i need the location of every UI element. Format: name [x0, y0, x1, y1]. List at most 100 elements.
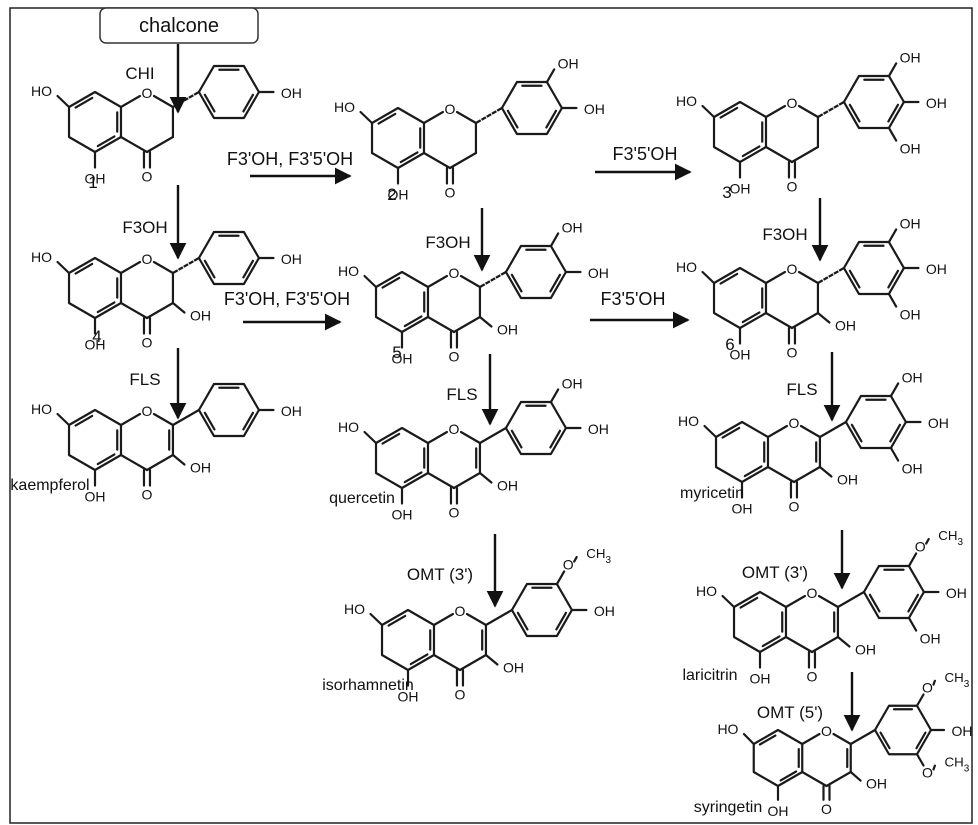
carbonyl-oxygen: O	[787, 345, 798, 361]
diagram-frame	[9, 7, 973, 824]
hydroxyl-5: OH	[388, 187, 409, 203]
methoxy-oxygen: O	[922, 680, 933, 696]
ring-oxygen: O	[455, 603, 466, 619]
hydroxyl-5: OH	[85, 337, 106, 353]
carbonyl-oxygen: O	[445, 185, 456, 201]
kaempferol-structure: O O HO OH OH OH	[31, 382, 302, 505]
ring-oxygen: O	[142, 403, 153, 419]
hydroxyl-5: OH	[730, 181, 751, 197]
enzyme-omt5-label: OMT (5')	[757, 703, 823, 722]
carbonyl-oxygen: O	[787, 179, 798, 195]
hydroxyl-7: HO	[31, 401, 52, 417]
hydroxyl-5: OH	[392, 507, 413, 523]
b-ring-hydroxyl: OH	[281, 403, 302, 419]
hydroxyl-3: OH	[497, 478, 518, 494]
compound-number-3: 3	[722, 183, 731, 202]
b-ring-hydroxyl: OH	[902, 370, 923, 386]
carbonyl-oxygen: O	[449, 349, 460, 365]
b-ring-hydroxyl: OH	[926, 261, 947, 277]
hydroxyl-3: OH	[503, 660, 524, 676]
quercetin-label: quercetin	[329, 490, 395, 507]
compound-number-2: 2	[387, 185, 396, 204]
b-ring-hydroxyl: OH	[281, 251, 302, 267]
isorhamnetin-label: isorhamnetin	[322, 677, 414, 694]
carbonyl-oxygen: O	[449, 505, 460, 521]
hydroxyl-3: OH	[190, 308, 211, 324]
enzyme-fls-label-3: FLS	[786, 380, 817, 399]
hydroxyl-7: HO	[676, 93, 697, 109]
hydroxyl-3: OH	[855, 642, 876, 658]
hydroxyl-5: OH	[398, 689, 419, 705]
kaempferol-label: kaempferol	[10, 477, 89, 494]
compound-number-1: 1	[88, 173, 97, 192]
b-ring-hydroxyl: OH	[951, 723, 972, 739]
hydroxyl-3: OH	[866, 776, 887, 792]
ring-oxygen: O	[787, 95, 798, 111]
laricitrin-label: laricitrin	[682, 667, 737, 684]
methyl-group: CH3	[938, 528, 963, 548]
enzyme-chi-label: CHI	[125, 64, 154, 83]
carbonyl-oxygen: O	[142, 335, 153, 351]
chalcone-box	[99, 7, 259, 44]
b-ring-hydroxyl: OH	[281, 85, 302, 101]
carbonyl-oxygen: O	[821, 801, 832, 817]
hydroxyl-5: OH	[732, 501, 753, 517]
b-ring-hydroxyl: OH	[900, 216, 921, 232]
compound-number-5: 5	[392, 343, 401, 362]
b-ring-hydroxyl: OH	[928, 415, 949, 431]
methoxy-oxygen: O	[563, 557, 574, 573]
hydroxyl-5: OH	[85, 489, 106, 505]
hydroxyl-7: HO	[717, 721, 738, 737]
hydroxyl-5: OH	[768, 803, 789, 819]
ring-oxygen: O	[821, 723, 832, 739]
enzyme-f3p-f3p5p-label-1: F3'OH, F3'5'OH	[227, 149, 353, 169]
enzyme-f3oh-label-1: F3OH	[122, 218, 167, 237]
hydroxyl-7: HO	[31, 83, 52, 99]
ring-oxygen: O	[449, 265, 460, 281]
b-ring-hydroxyl: OH	[588, 265, 609, 281]
b-ring-hydroxyl: OH	[588, 421, 609, 437]
b-ring-hydroxyl: OH	[558, 56, 579, 72]
enzyme-f3p5p-label-1: F3'5'OH	[613, 144, 678, 164]
enzyme-f3oh-label-3: F3OH	[762, 225, 807, 244]
hydroxyl-7: HO	[31, 249, 52, 265]
ring-oxygen: O	[142, 85, 153, 101]
b-ring-hydroxyl: OH	[902, 460, 923, 476]
carbonyl-oxygen: O	[789, 499, 800, 515]
carbonyl-oxygen: O	[142, 169, 153, 185]
enzyme-omt3-label-1: OMT (3')	[407, 565, 473, 584]
methyl-group: CH3	[945, 670, 970, 690]
compound-number-6: 6	[725, 335, 734, 354]
enzyme-omt3-label-2: OMT (3')	[742, 563, 808, 582]
enzyme-f3p5p-label-2: F3'5'OH	[601, 289, 666, 309]
hydroxyl-5: OH	[730, 347, 751, 363]
methoxy-oxygen: O	[915, 539, 926, 555]
hydroxyl-3: OH	[835, 318, 856, 334]
ring-oxygen: O	[445, 101, 456, 117]
hydroxyl-3: OH	[190, 460, 211, 476]
hydroxyl-7: HO	[676, 259, 697, 275]
b-ring-hydroxyl: OH	[594, 603, 615, 619]
carbonyl-oxygen: O	[142, 487, 153, 503]
syringetin-label: syringetin	[694, 799, 762, 816]
methyl-group: CH3	[586, 546, 611, 566]
b-ring-hydroxyl: OH	[926, 95, 947, 111]
enzyme-f3p-f3p5p-label-2: F3'OH, F3'5'OH	[224, 289, 350, 309]
ring-oxygen: O	[787, 261, 798, 277]
hydroxyl-7: HO	[678, 413, 699, 429]
methoxy-oxygen: O	[922, 764, 933, 780]
hydroxyl-7: HO	[344, 601, 365, 617]
b-ring-hydroxyl: OH	[900, 306, 921, 322]
hydroxyl-7: HO	[334, 99, 355, 115]
hydroxyl-3: OH	[837, 472, 858, 488]
hydroxyl-7: HO	[338, 263, 359, 279]
hydroxyl-7: HO	[338, 419, 359, 435]
b-ring-hydroxyl: OH	[562, 220, 583, 236]
